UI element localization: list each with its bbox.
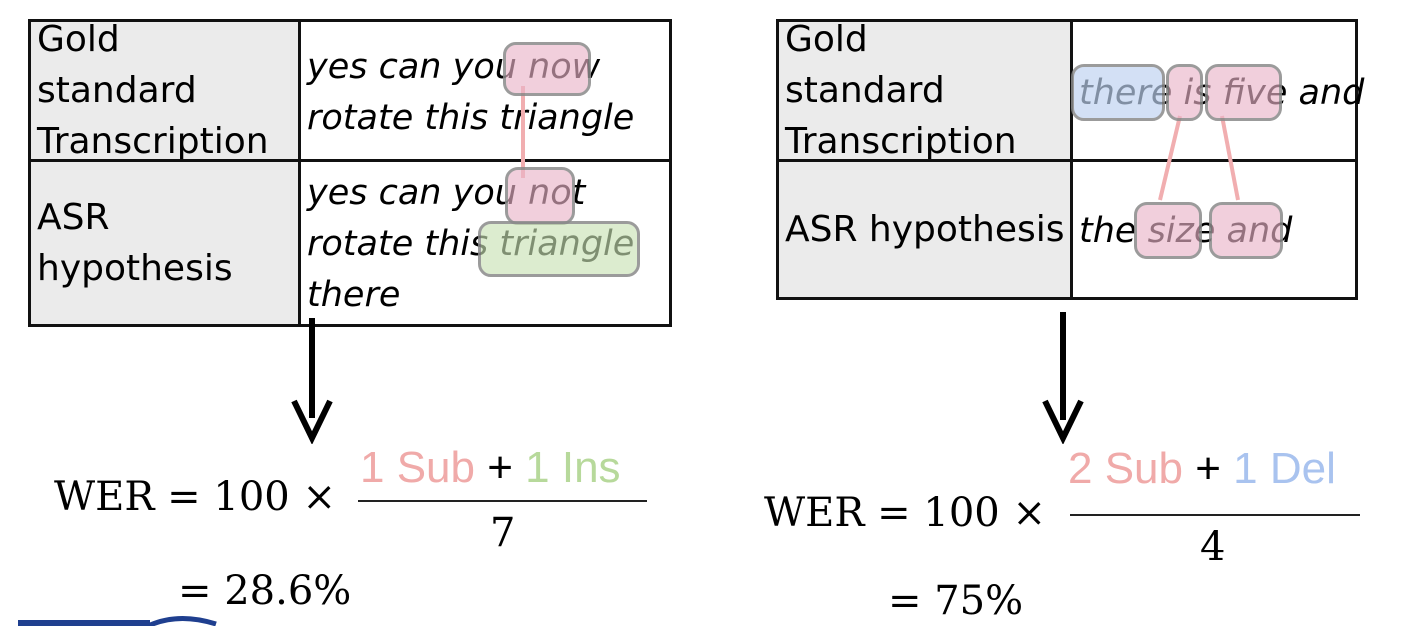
right-arrow-shaft (1060, 312, 1066, 420)
left-denominator: 7 (490, 510, 516, 556)
right-del-count: 1 Del (1233, 444, 1336, 493)
left-arrow-head (291, 399, 333, 444)
left-numerator: 1 Sub + 1 Ins (360, 443, 621, 493)
left-highlight-not (505, 167, 575, 225)
right-highlight-is (1166, 64, 1203, 121)
left-asr-line1: yes can you not (307, 173, 586, 213)
right-asr-header-text: ASR hypothesis (785, 209, 1065, 250)
bottom-blue-arc (148, 615, 217, 626)
left-fraction-bar (358, 500, 647, 502)
left-plus: + (487, 443, 513, 492)
right-gold-header: Gold standard Transcription (779, 19, 1070, 162)
left-arrow-shaft (309, 318, 315, 418)
bottom-blue-bar (18, 620, 150, 626)
left-formula-lhs: WER = 100 × (54, 474, 336, 520)
right-arrow-head (1042, 399, 1084, 444)
left-gold-header: Gold standard Transcription (31, 19, 298, 162)
right-result: = 75% (888, 578, 1024, 624)
left-highlight-triangle (478, 221, 640, 277)
right-gold-header-text: Gold standard Transcription (785, 19, 1017, 162)
right-formula-lhs: WER = 100 × (764, 490, 1046, 536)
left-row-divider (31, 159, 669, 162)
right-row-divider (779, 159, 1355, 162)
right-sub-count: 2 Sub (1068, 444, 1183, 493)
left-asr-header-text: ASR hypothesis (37, 197, 233, 289)
right-fraction-bar (1070, 514, 1360, 516)
left-gold-header-text: Gold standard Transcription (37, 19, 269, 162)
right-sub-links (1158, 115, 1240, 201)
left-gold-line2: rotate this triangle (307, 98, 635, 138)
left-sub-count: 1 Sub (360, 443, 475, 492)
right-numerator: 2 Sub + 1 Del (1068, 444, 1336, 494)
left-sub-link (521, 86, 525, 178)
right-denominator: 4 (1200, 524, 1226, 570)
right-highlight-and (1209, 202, 1283, 259)
left-highlight-now (503, 42, 591, 96)
left-ins-count: 1 Ins (525, 443, 621, 492)
right-asr-header: ASR hypothesis (779, 162, 1070, 297)
right-highlight-five (1205, 64, 1282, 121)
left-col-divider (298, 22, 301, 324)
left-asr-line3: there (307, 275, 401, 315)
right-highlight-size (1134, 202, 1202, 259)
left-result: = 28.6% (178, 568, 352, 614)
right-highlight-there (1071, 64, 1165, 121)
right-plus: + (1195, 444, 1221, 493)
left-asr-header: ASR hypothesis (31, 162, 298, 324)
